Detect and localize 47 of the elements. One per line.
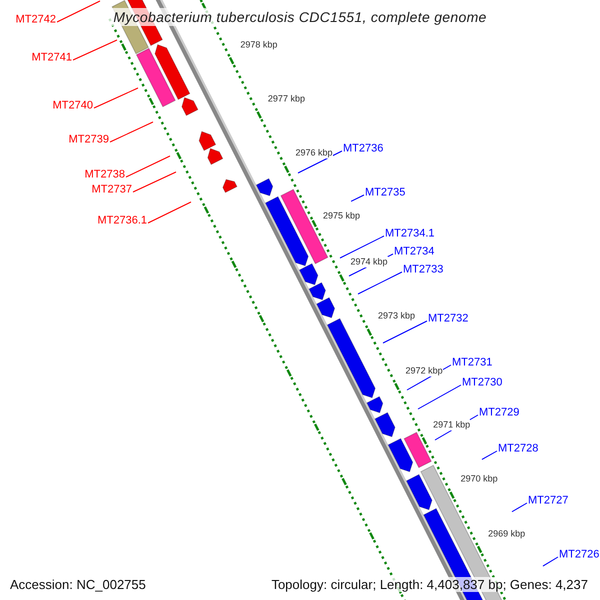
- gene-label: MT2729: [479, 406, 520, 420]
- gene-label: MT2735: [365, 186, 406, 200]
- gene-label: MT2738: [84, 168, 125, 182]
- leader-line: [298, 150, 342, 174]
- gene-label: MT2733: [403, 264, 444, 276]
- leader-line: [72, 40, 118, 60]
- leader-line: [56, 0, 100, 22]
- gene-label: MT2736.1: [97, 214, 147, 228]
- gene-label: MT2739: [68, 134, 109, 146]
- leader-line: [481, 450, 498, 460]
- gene-label: MT2734: [394, 246, 434, 258]
- leader-line: [94, 88, 138, 108]
- leader-line: [132, 172, 176, 192]
- genome-stats-text: Topology: circular; Length: 4,403,837 bp; Genes: 4,237: [269, 577, 590, 592]
- gene-label: MT2731: [452, 356, 492, 370]
- gene-label: MT2741: [32, 52, 72, 64]
- gene-label: MT2727: [528, 494, 568, 508]
- gene-label: MT2730: [462, 376, 502, 390]
- gene-label: MT2732: [428, 312, 468, 326]
- scale-label: 2972 kbp: [406, 365, 443, 376]
- leader-line: [350, 194, 364, 202]
- leader-line: [340, 236, 384, 258]
- gene-label: MT2740: [52, 100, 93, 112]
- leader-line: [418, 384, 462, 410]
- leader-line: [148, 202, 192, 224]
- gene-label: MT2736: [343, 142, 384, 156]
- gene-label: MT2737: [92, 184, 132, 196]
- leader-line: [382, 320, 428, 344]
- scale-label: 2973 kbp: [378, 310, 416, 322]
- scale-label: 2977 kbp: [268, 94, 305, 105]
- leader-line: [126, 156, 170, 178]
- gene-label: MT2728: [498, 442, 538, 456]
- leader-line: [358, 272, 402, 294]
- scale-label: 2976 kbp: [295, 148, 332, 159]
- scale-label: 2969 kbp: [488, 528, 526, 540]
- gene-label: MT2734.1: [385, 228, 435, 240]
- gene-label: MT2726: [559, 548, 600, 562]
- gene-label: MT2742: [16, 14, 56, 26]
- accession-text: Accession: NC_002755: [8, 577, 148, 592]
- scale-label: 2974 kbp: [350, 256, 388, 268]
- leader-line: [110, 122, 154, 142]
- scale-label: 2975 kbp: [322, 210, 360, 222]
- scale-label: 2978 kbp: [240, 39, 278, 50]
- leader-line: [542, 556, 558, 567]
- scale-label: 2970 kbp: [460, 474, 498, 485]
- leader-line: [511, 502, 528, 512]
- scale-label: 2971 kbp: [433, 420, 470, 431]
